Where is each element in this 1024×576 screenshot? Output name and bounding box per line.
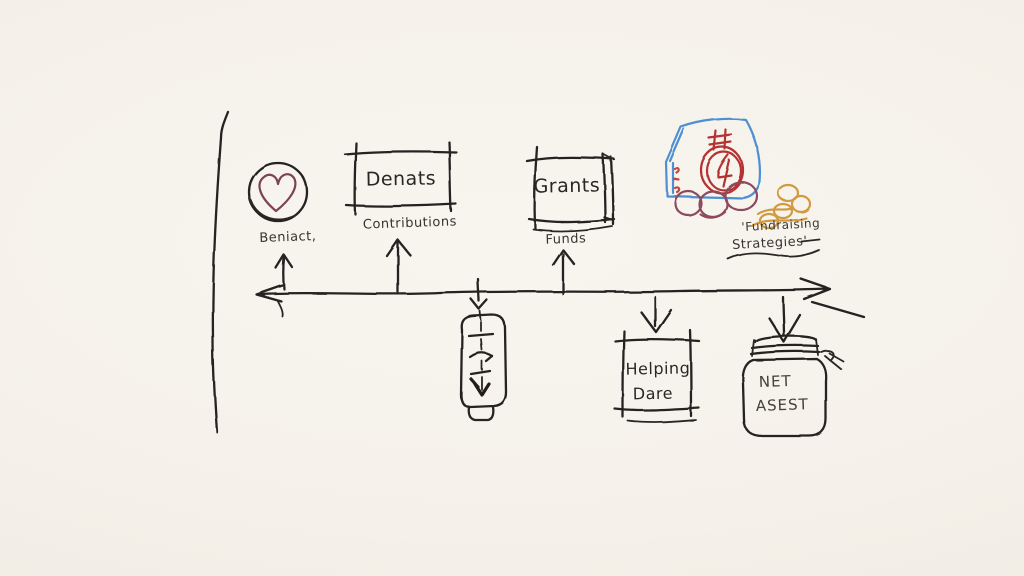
arrow-up-donors (274, 253, 294, 291)
arrow-up-grants (551, 248, 576, 296)
scribble-crimson-coin (699, 128, 745, 195)
timeline-right-arrowhead (799, 277, 832, 301)
donations-box (343, 140, 458, 216)
heart-coin-icon (247, 161, 309, 223)
arrow-down-jar (767, 295, 802, 344)
arrow-down-capsule (469, 277, 489, 321)
donations-caption: Contributions (363, 214, 457, 232)
strategies-underline (727, 249, 820, 260)
donors-caption: Beniact, (259, 229, 317, 246)
scribble-red-marks (672, 167, 681, 194)
left-margin-line (211, 110, 230, 434)
grants-label: Grants (533, 174, 600, 197)
timeline-left-arrowhead (254, 283, 284, 303)
jar-label-line2: ASEST (756, 395, 810, 415)
grants-box (525, 145, 616, 232)
mason-jar-icon (741, 334, 844, 438)
heart-icon (258, 173, 297, 213)
fundraising-caption-line1: 'Fundraising (741, 216, 820, 234)
helping-label-line2: Dare (633, 384, 674, 404)
capsule-with-dashed-arrow-icon (459, 313, 508, 422)
scribble-orange-coins (750, 183, 812, 230)
grants-caption: Funds (545, 231, 586, 247)
helping-box (613, 328, 701, 424)
helping-label-line1: Helping (625, 358, 690, 378)
strategies-dash (800, 238, 820, 242)
jar-label-line1: NET (759, 372, 792, 391)
arrow-down-helping (639, 295, 673, 334)
arrow-up-donations (385, 238, 412, 294)
colorful-scribble-icon (664, 117, 812, 230)
timeline-line (254, 277, 866, 319)
scribble-blue-banner (664, 117, 762, 200)
donations-label: Denats (366, 167, 437, 190)
fundraising-caption-line2: Strategies' (732, 234, 808, 253)
scribble-maroon-loops (673, 180, 759, 219)
